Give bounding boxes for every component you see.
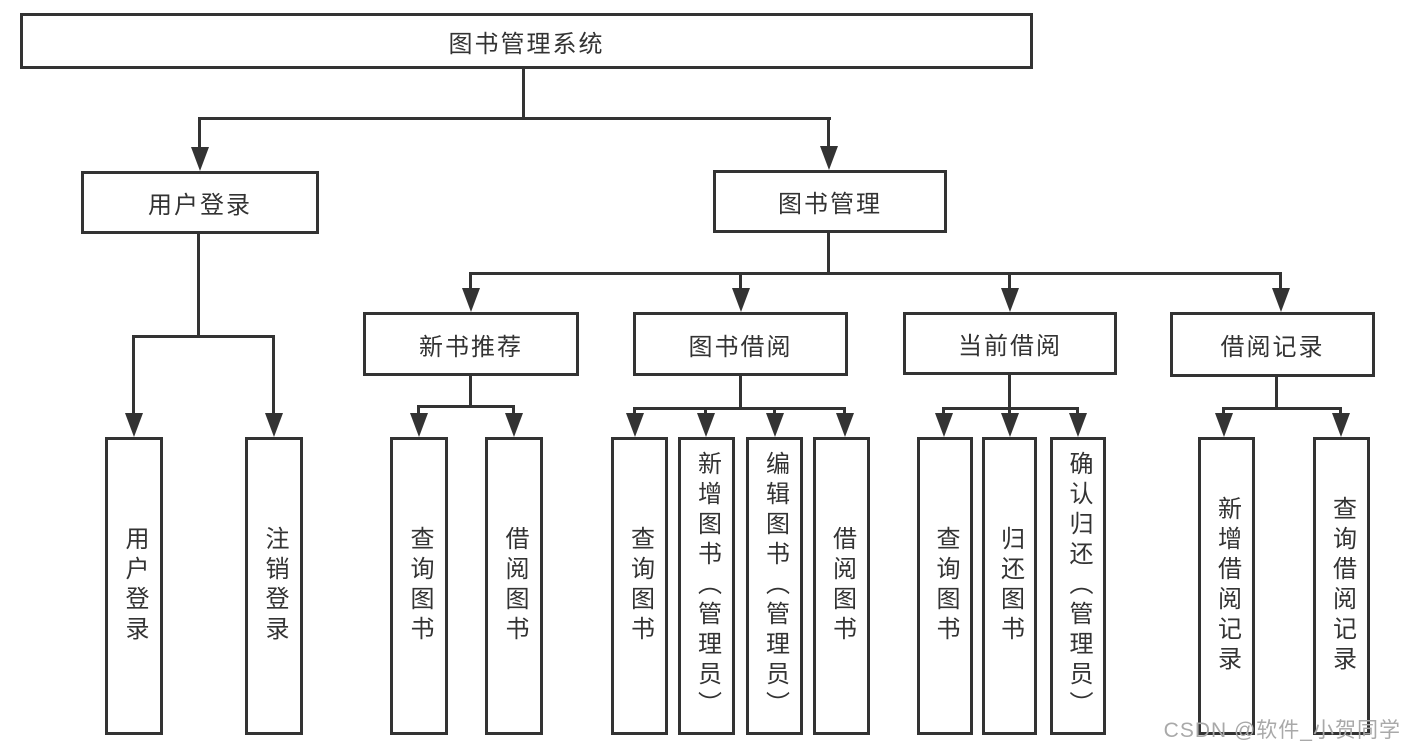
csdn-watermark: CSDN @软件_小贺同学 — [1163, 719, 1401, 742]
connector-arrow-stem — [827, 117, 830, 150]
arrowhead-leaf-user-login — [125, 413, 143, 437]
leaf-current-confirm-return-label: 确认归还（管理员） — [1065, 451, 1092, 721]
node-user-login: 用户登录 — [81, 171, 319, 234]
arrowhead-record-add — [1215, 413, 1233, 437]
arrowhead-cb-return — [1001, 413, 1019, 437]
connector-arrow-stem — [198, 117, 201, 150]
connector-arrow-stem — [739, 272, 742, 292]
leaf-borrow-borrow-book: 借阅图书 — [813, 437, 870, 735]
leaf-user-login: 用户登录 — [105, 437, 163, 735]
arrowhead-bb-edit — [766, 413, 784, 437]
connector-arrow-stem — [469, 272, 472, 292]
connector-userlogin-bar — [132, 335, 275, 338]
leaf-logout-label: 注销登录 — [261, 526, 288, 646]
arrowhead-leaf-logout — [265, 413, 283, 437]
connector-arrow-stem — [132, 335, 135, 420]
arrowhead-new-book-recommend — [462, 288, 480, 312]
connector-records-bar — [1222, 407, 1342, 410]
arrowhead-bb-borrow — [836, 413, 854, 437]
connector-arrow-stem — [1008, 272, 1011, 292]
connector-root-stem — [522, 69, 525, 117]
arrowhead-book-management — [820, 146, 838, 170]
arrowhead-user-login — [191, 147, 209, 171]
arrowhead-record-query — [1332, 413, 1350, 437]
node-new-book-recommend-label: 新书推荐 — [419, 333, 523, 361]
node-borrow-records: 借阅记录 — [1170, 312, 1375, 377]
arrowhead-borrow-records — [1272, 288, 1290, 312]
connector-userlogin-stem — [197, 234, 200, 338]
connector-newbook-stem — [469, 376, 472, 408]
leaf-newbook-borrow: 借阅图书 — [485, 437, 543, 735]
arrowhead-book-borrow — [732, 288, 750, 312]
leaf-current-query-label: 查询图书 — [932, 526, 959, 646]
arrowhead-bb-add — [697, 413, 715, 437]
leaf-current-confirm-return: 确认归还（管理员） — [1050, 437, 1106, 735]
node-root-label: 图书管理系统 — [448, 30, 605, 58]
leaf-record-query: 查询借阅记录 — [1313, 437, 1370, 735]
node-book-borrow: 图书借阅 — [633, 312, 848, 376]
node-book-borrow-label: 图书借阅 — [688, 333, 793, 361]
leaf-record-add: 新增借阅记录 — [1198, 437, 1255, 735]
arrowhead-newbook-query — [410, 413, 428, 437]
arrowhead-cb-confirm — [1069, 413, 1087, 437]
leaf-newbook-borrow-label: 借阅图书 — [501, 526, 528, 646]
leaf-borrow-add-book: 新增图书（管理员） — [678, 437, 735, 735]
leaf-current-return-label: 归还图书 — [996, 526, 1024, 646]
node-book-management-label: 图书管理 — [778, 191, 882, 218]
node-book-management: 图书管理 — [713, 170, 947, 233]
leaf-record-query-label: 查询借阅记录 — [1328, 496, 1356, 676]
connector-level1-bar — [198, 117, 831, 120]
connector-arrow-stem — [1279, 272, 1282, 292]
leaf-logout: 注销登录 — [245, 437, 303, 735]
leaf-current-return: 归还图书 — [982, 437, 1037, 735]
node-current-borrow: 当前借阅 — [903, 312, 1117, 375]
node-new-book-recommend: 新书推荐 — [363, 312, 579, 376]
node-borrow-records-label: 借阅记录 — [1220, 334, 1325, 361]
connector-newbook-bar — [417, 405, 515, 408]
leaf-borrow-borrow-book-label: 借阅图书 — [828, 526, 856, 646]
arrowhead-current-borrow — [1001, 288, 1019, 312]
arrowhead-newbook-borrow — [505, 413, 523, 437]
leaf-borrow-query: 查询图书 — [611, 437, 668, 735]
node-current-borrow-label: 当前借阅 — [958, 333, 1062, 360]
leaf-borrow-add-book-label: 新增图书（管理员） — [693, 451, 721, 721]
leaf-newbook-query-label: 查询图书 — [406, 526, 433, 646]
node-root: 图书管理系统 — [20, 13, 1033, 69]
node-user-login-label: 用户登录 — [148, 192, 252, 219]
connector-arrow-stem — [417, 405, 420, 420]
connector-records-stem — [1275, 377, 1278, 410]
leaf-newbook-query: 查询图书 — [390, 437, 448, 735]
leaf-borrow-edit-book-label: 编辑图书（管理员） — [761, 451, 789, 721]
connector-currentborrow-stem — [1008, 375, 1011, 410]
leaf-borrow-edit-book: 编辑图书（管理员） — [746, 437, 803, 735]
connector-arrow-stem — [272, 335, 275, 420]
connector-arrow-stem — [512, 405, 515, 420]
connector-bookborrow-bar — [633, 407, 846, 410]
connector-level3-bar — [469, 272, 1282, 275]
connector-bookborrow-stem — [739, 376, 742, 410]
leaf-borrow-query-label: 查询图书 — [626, 526, 654, 646]
arrowhead-bb-query — [626, 413, 644, 437]
leaf-current-query: 查询图书 — [917, 437, 973, 735]
leaf-user-login-label: 用户登录 — [121, 526, 148, 646]
leaf-record-add-label: 新增借阅记录 — [1213, 496, 1241, 676]
arrowhead-cb-query — [935, 413, 953, 437]
connector-bookmgmt-stem — [827, 233, 830, 275]
